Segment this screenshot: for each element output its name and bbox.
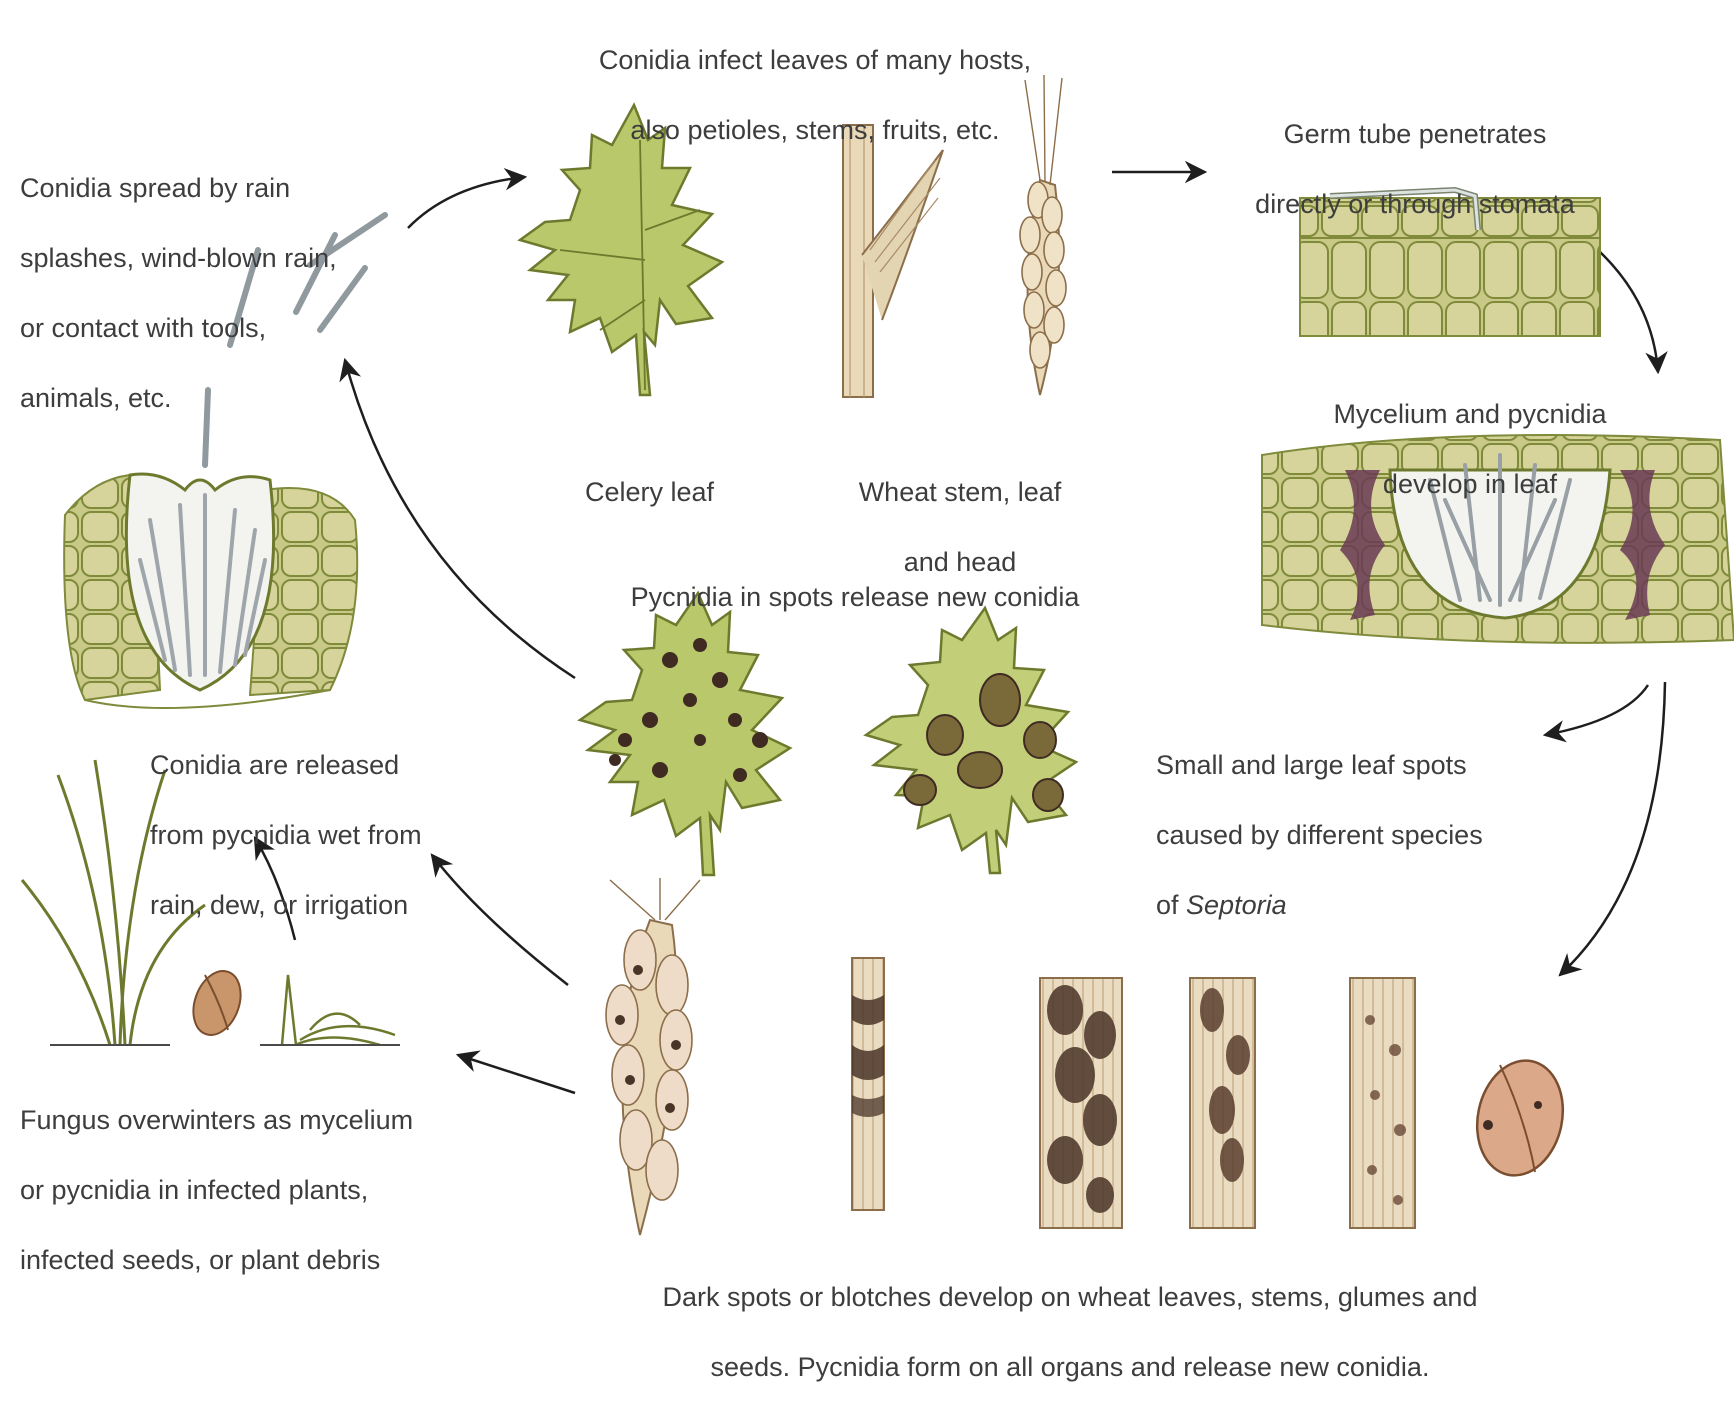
infected-wheat-leaf-1 [1040, 978, 1122, 1228]
label-mycelium-develop: Mycelium and pycnidia develop in leaf [1300, 362, 1640, 537]
label-spread-line-2: splashes, wind-blown rain, [20, 241, 380, 276]
label-dark-spots-line-1: Dark spots or blotches develop on wheat … [580, 1280, 1560, 1315]
label-germ-tube: Germ tube penetrates directly or through… [1200, 82, 1630, 257]
label-mycelium-develop-line-2: develop in leaf [1300, 467, 1640, 502]
label-infect-hosts-line-1: Conidia infect leaves of many hosts, [560, 43, 1070, 78]
label-dark-spots: Dark spots or blotches develop on wheat … [580, 1245, 1560, 1420]
infected-wheat-glume [1350, 978, 1415, 1228]
label-spread-line-3: or contact with tools, [20, 311, 380, 346]
label-spread-line-1: Conidia spread by rain [20, 171, 380, 206]
arrow-wheat-to-overwinter [458, 1055, 575, 1093]
label-leaf-spots-prefix: of [1156, 890, 1186, 920]
label-overwinter-line-1: Fungus overwinters as mycelium [20, 1103, 460, 1138]
label-infect-hosts: Conidia infect leaves of many hosts, als… [560, 8, 1070, 183]
label-wheat-stem-line-1: Wheat stem, leaf [835, 475, 1085, 510]
label-released-wet-line-3: rain, dew, or irrigation [150, 888, 490, 923]
infected-wheat-stem [852, 958, 884, 1210]
label-overwinter: Fungus overwinters as mycelium or pycnid… [20, 1068, 460, 1313]
label-spread: Conidia spread by rain splashes, wind-bl… [20, 136, 380, 451]
label-overwinter-line-3: infected seeds, or plant debris [20, 1243, 460, 1278]
label-released-wet: Conidia are released from pycnidia wet f… [150, 713, 490, 958]
label-pycnidia-release: Pycnidia in spots release new conidia [600, 545, 1110, 650]
infected-wheat-seed [1467, 1053, 1573, 1184]
label-dark-spots-line-2: seeds. Pycnidia form on all organs and r… [580, 1350, 1560, 1385]
label-septoria-genus: Septoria [1186, 890, 1287, 920]
arrow-spread-to-infect [408, 177, 525, 228]
label-released-wet-line-2: from pycnidia wet from [150, 818, 490, 853]
label-germ-tube-line-2: directly or through stomata [1200, 187, 1630, 222]
plant-debris [260, 975, 400, 1045]
arrow-mycelium-to-leafspots [1545, 685, 1648, 735]
label-leaf-spots-line-1: Small and large leaf spots [1156, 748, 1536, 783]
label-celery-leaf: Celery leaf [585, 440, 785, 545]
infected-seed-small [185, 964, 249, 1041]
label-mycelium-develop-line-1: Mycelium and pycnidia [1300, 397, 1640, 432]
infected-wheat-leaf-2 [1190, 978, 1255, 1228]
infected-wheat-head [606, 878, 700, 1235]
arrow-mycelium-to-darkspots [1560, 682, 1665, 975]
label-celery-leaf-text: Celery leaf [585, 475, 785, 510]
disease-cycle-diagram: Conidia infect leaves of many hosts, als… [0, 0, 1734, 1317]
label-pycnidia-release-text: Pycnidia in spots release new conidia [600, 580, 1110, 615]
label-leaf-spots: Small and large leaf spots caused by dif… [1156, 713, 1536, 958]
label-overwinter-line-2: or pycnidia in infected plants, [20, 1173, 460, 1208]
label-leaf-spots-line-2: caused by different species [1156, 818, 1536, 853]
label-released-wet-line-1: Conidia are released [150, 748, 490, 783]
label-germ-tube-line-1: Germ tube penetrates [1200, 117, 1630, 152]
label-infect-hosts-line-2: also petioles, stems, fruits, etc. [560, 113, 1070, 148]
label-leaf-spots-line-3: of Septoria [1156, 888, 1536, 923]
label-spread-line-4: animals, etc. [20, 381, 380, 416]
